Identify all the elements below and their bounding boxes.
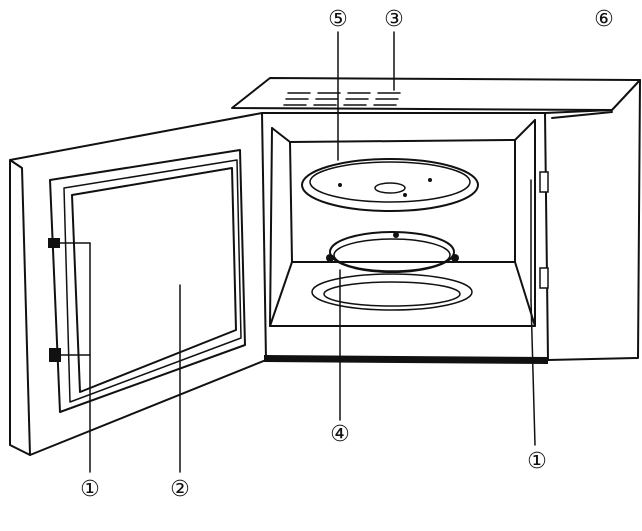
callout-roller-ring: ④ (330, 422, 350, 447)
door-latch-top (48, 238, 91, 248)
callout-waveguide-vents: ③ (384, 7, 404, 32)
callout-door-window: ② (170, 477, 190, 502)
turntable-floor-ring (311, 273, 473, 311)
door-latch-bottom (49, 348, 91, 362)
leader-lines (89, 31, 536, 473)
waveguide-vents (283, 92, 401, 106)
cabinet (231, 77, 641, 364)
callout-glass-tray: ⑤ (328, 7, 348, 32)
glass-tray (301, 158, 479, 212)
callout-door-latch-left: ① (80, 477, 100, 502)
door (9, 112, 267, 456)
callout-safety-latch-right: ① (527, 449, 547, 474)
roller-ring (326, 231, 459, 273)
safety-latch-holes (530, 171, 549, 301)
callout-control-panel: ⑥ (594, 7, 614, 32)
